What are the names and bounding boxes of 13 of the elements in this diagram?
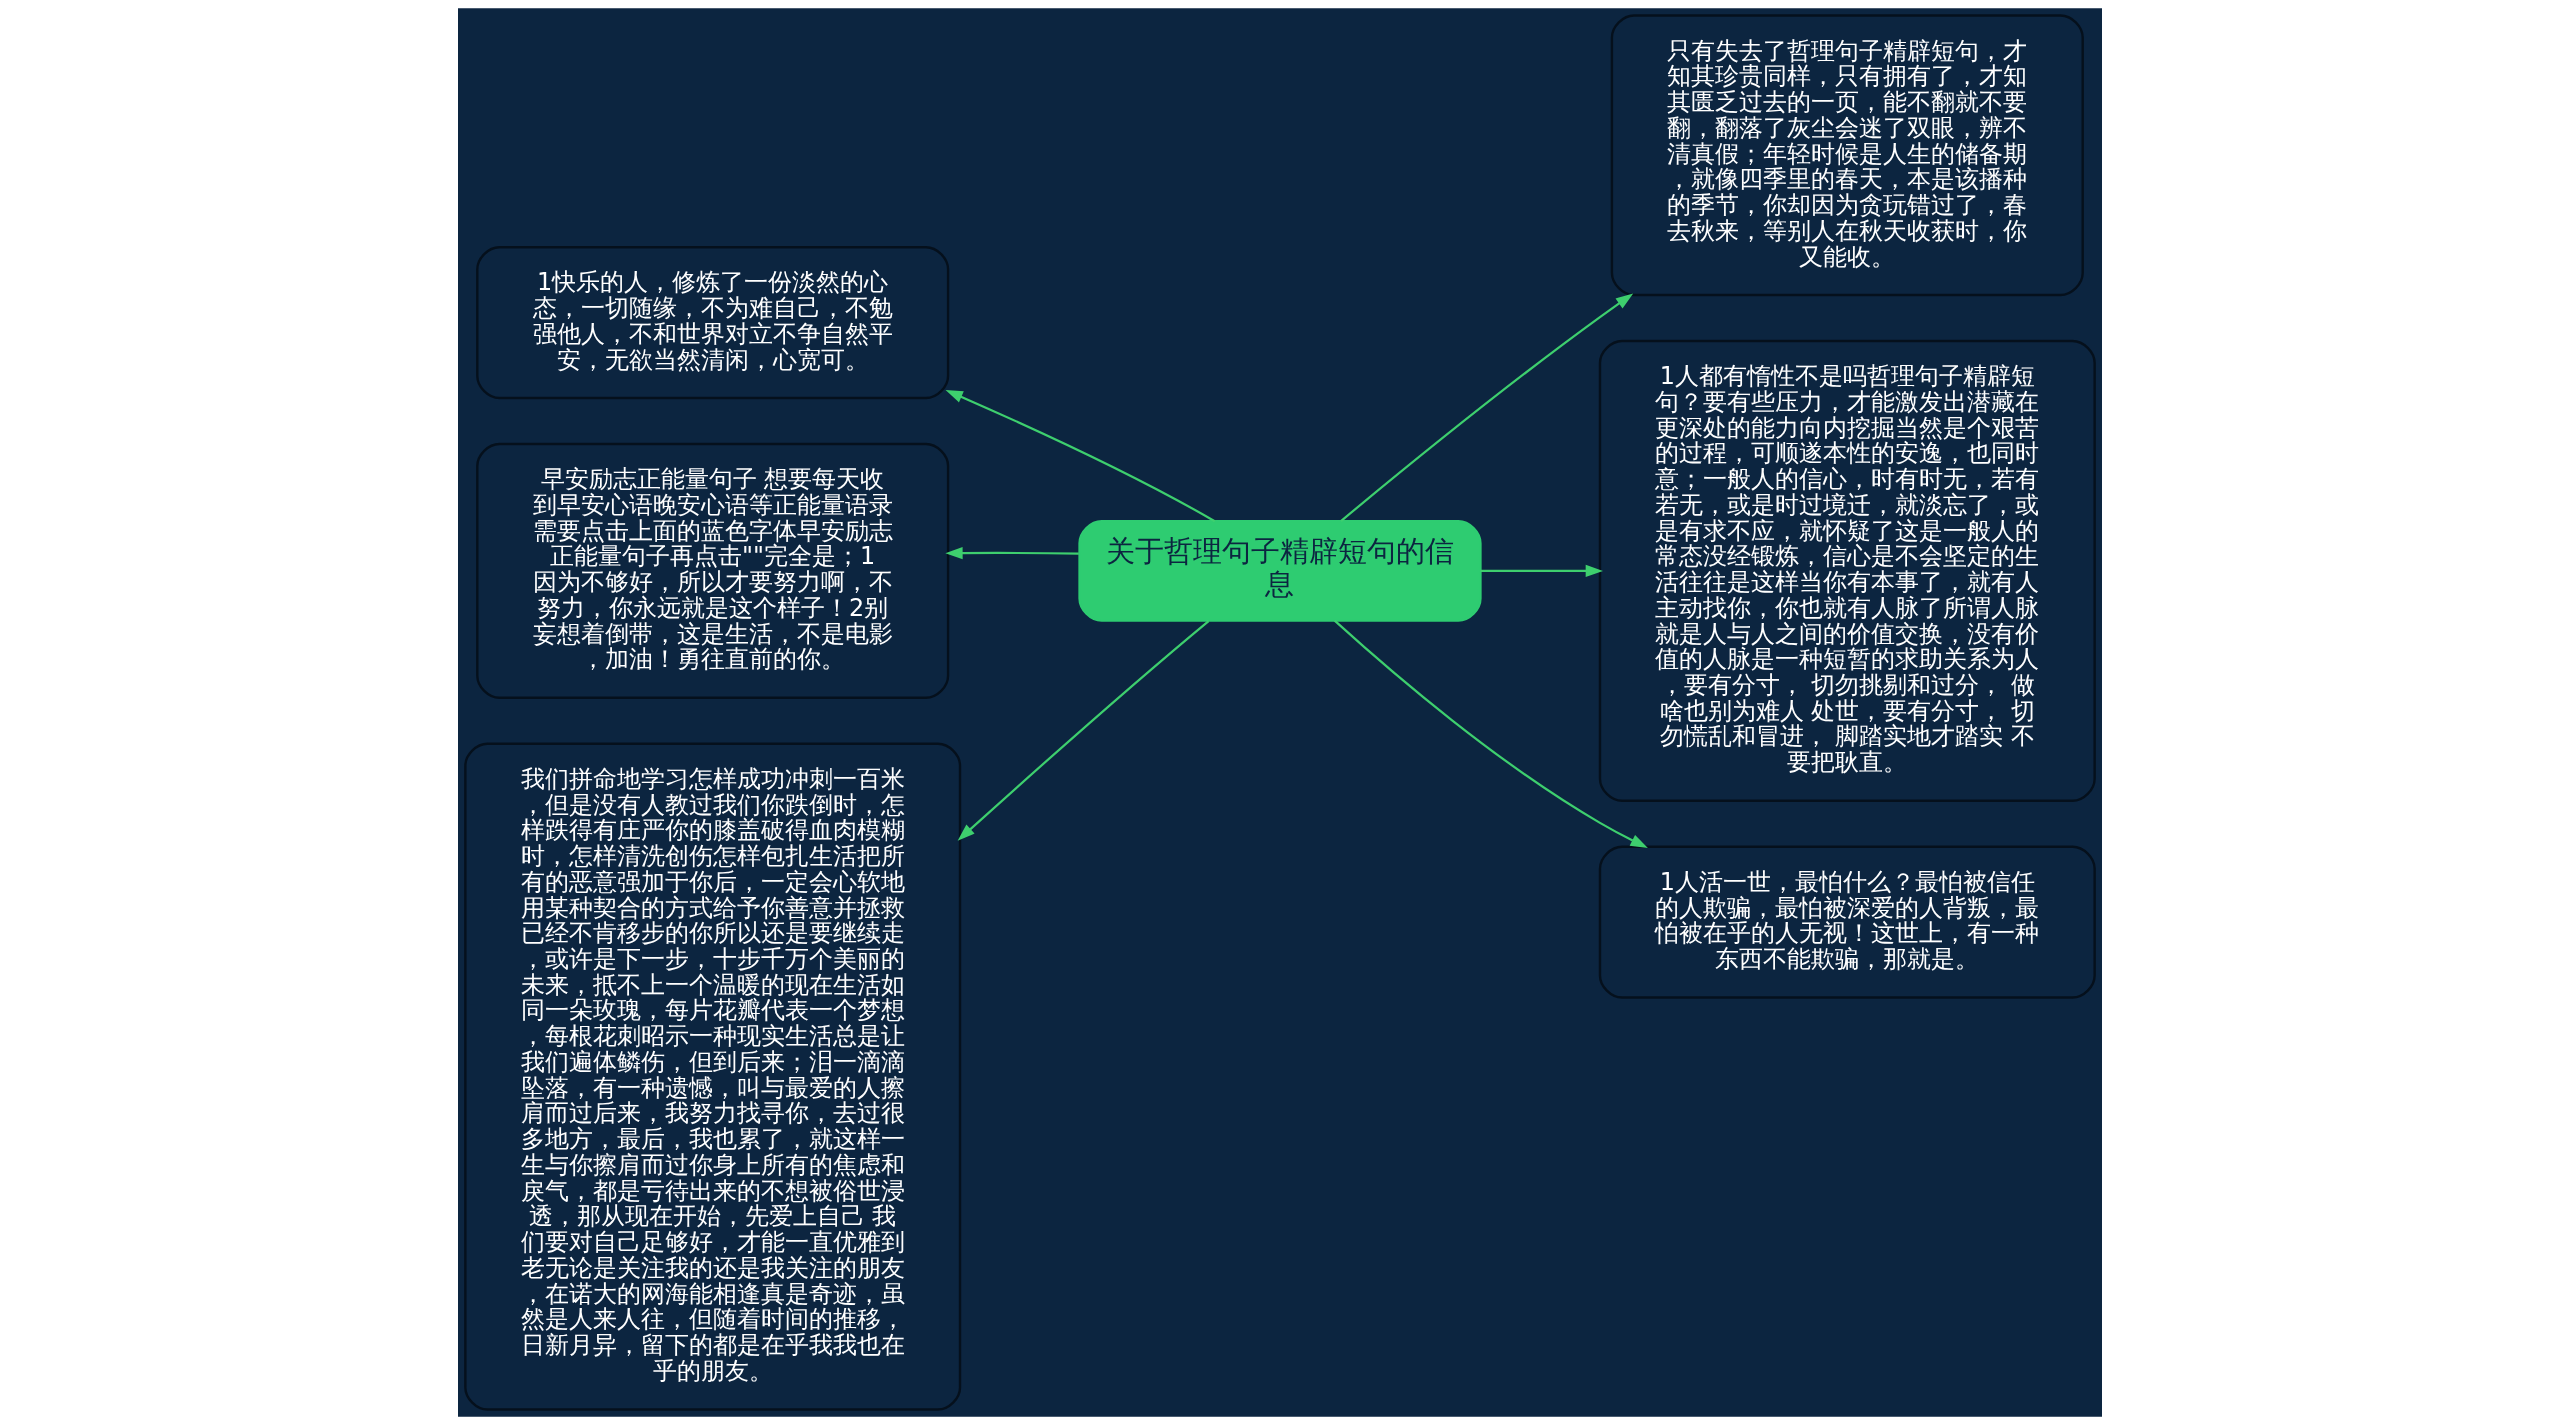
node-box: 1快乐的人，修炼了一份淡然的心态，一切随缘，不为难自己，不勉强他人，不和世界对立不争自然平安，无欲当然清闲，心宽可。 <box>476 246 950 400</box>
arrow <box>1340 293 1634 522</box>
node-box: 1人都有惰性不是吗哲理句子精辟短句？要有些压力，才能激发出潜藏在更深处的能力向内挖掘当然是个艰苦的过程，可顺遂本性的安逸，也同时意；一般人的信心，时有时无，若有若无，或是时过境迁，就淡忘了，或是有求不应，就怀疑了这是一般人的常态没经锻炼，信心是不会坚定的生活往往是这样当你有本事了，就有人主动找你，你也就有人脉了所谓人脉就是人与人之间的价值交换，没有价值的人脉是一种短暂的求助关系为人，要有分寸， 切勿挑剔和过分， 做啥也别为难人 处世，要有分寸， 切勿慌乱和冒进， 脚踏实地才踏实 不要把耿直。 <box>1598 339 2096 802</box>
node-box: 我们拼命地学习怎样成功冲刺一百米，但是没有人教过我们你跌倒时，怎样跌得有庄严你的膝盖破得血肉模糊时，怎样清洗创伤怎样包扎生活把所有的恶意强加于你后，一定会心软地用某种契合的方式给予你善意并拯救已经不肯移步的你所以还是要继续走，或许是下一步，十步千万个美丽的未来，抵不上一个温暖的现在生活如同一朵玫瑰，每片花瓣代表一个梦想，每根花刺昭示一种现实生活总是让我们遍体鳞伤，但到后来；泪一滴滴坠落，有一种遗憾，叫与最爱的人擦肩而过后来，我努力找寻你，去过很多地方，最后，我也累了，就这样一生与你擦肩而过你身上所有的焦虑和戾气，都是亏待出来的不想被俗世浸透，那从现在开始，先爱上自己 我们要对自己足够好，才能一直优雅到老无论是关注我的还是我关注的朋友，在诺大的网海能相逢真是奇迹，虽然是人来人往，但随着时间的推移，日新月异，留下的都是在乎我我也在乎的朋友。 <box>464 742 962 1411</box>
arrow <box>1480 564 1603 577</box>
node-box: 1人活一世，最怕什么？最怕被信任的人欺骗，最怕被深爱的人背叛，最怕被在乎的人无视！这世上，有一种东西不能欺骗，那就是。 <box>1598 845 2096 999</box>
arrow <box>1333 619 1648 849</box>
arrow <box>945 547 1079 560</box>
node-box: 早安励志正能量句子 想要每天收到早安心语晚安心语等正能量语录需要点击上面的蓝色字体早安励志正能量句子再点击""完全是；1因为不够好，所以才要努力啊，不努力，你永远就是这个样子！2别妄想着倒带，这是生活，不是电影，加油！勇往直前的你。 <box>476 442 950 699</box>
arrow <box>945 389 1216 523</box>
node-box: 关于哲理句子精辟短句的信息 <box>1078 520 1482 622</box>
node-box: 只有失去了哲理句子精辟短句，才知其珍贵同样，只有拥有了，才知其匮乏过去的一页，能不翻就不要翻，翻落了灰尘会迷了双眼，辨不清真假；年轻时候是人生的储备期，就像四季里的春天，本是该播种的季节，你却因为贪玩错过了，春去秋来，等别人在秋天收获时，你又能收。 <box>1610 14 2084 297</box>
arrow <box>957 620 1210 841</box>
